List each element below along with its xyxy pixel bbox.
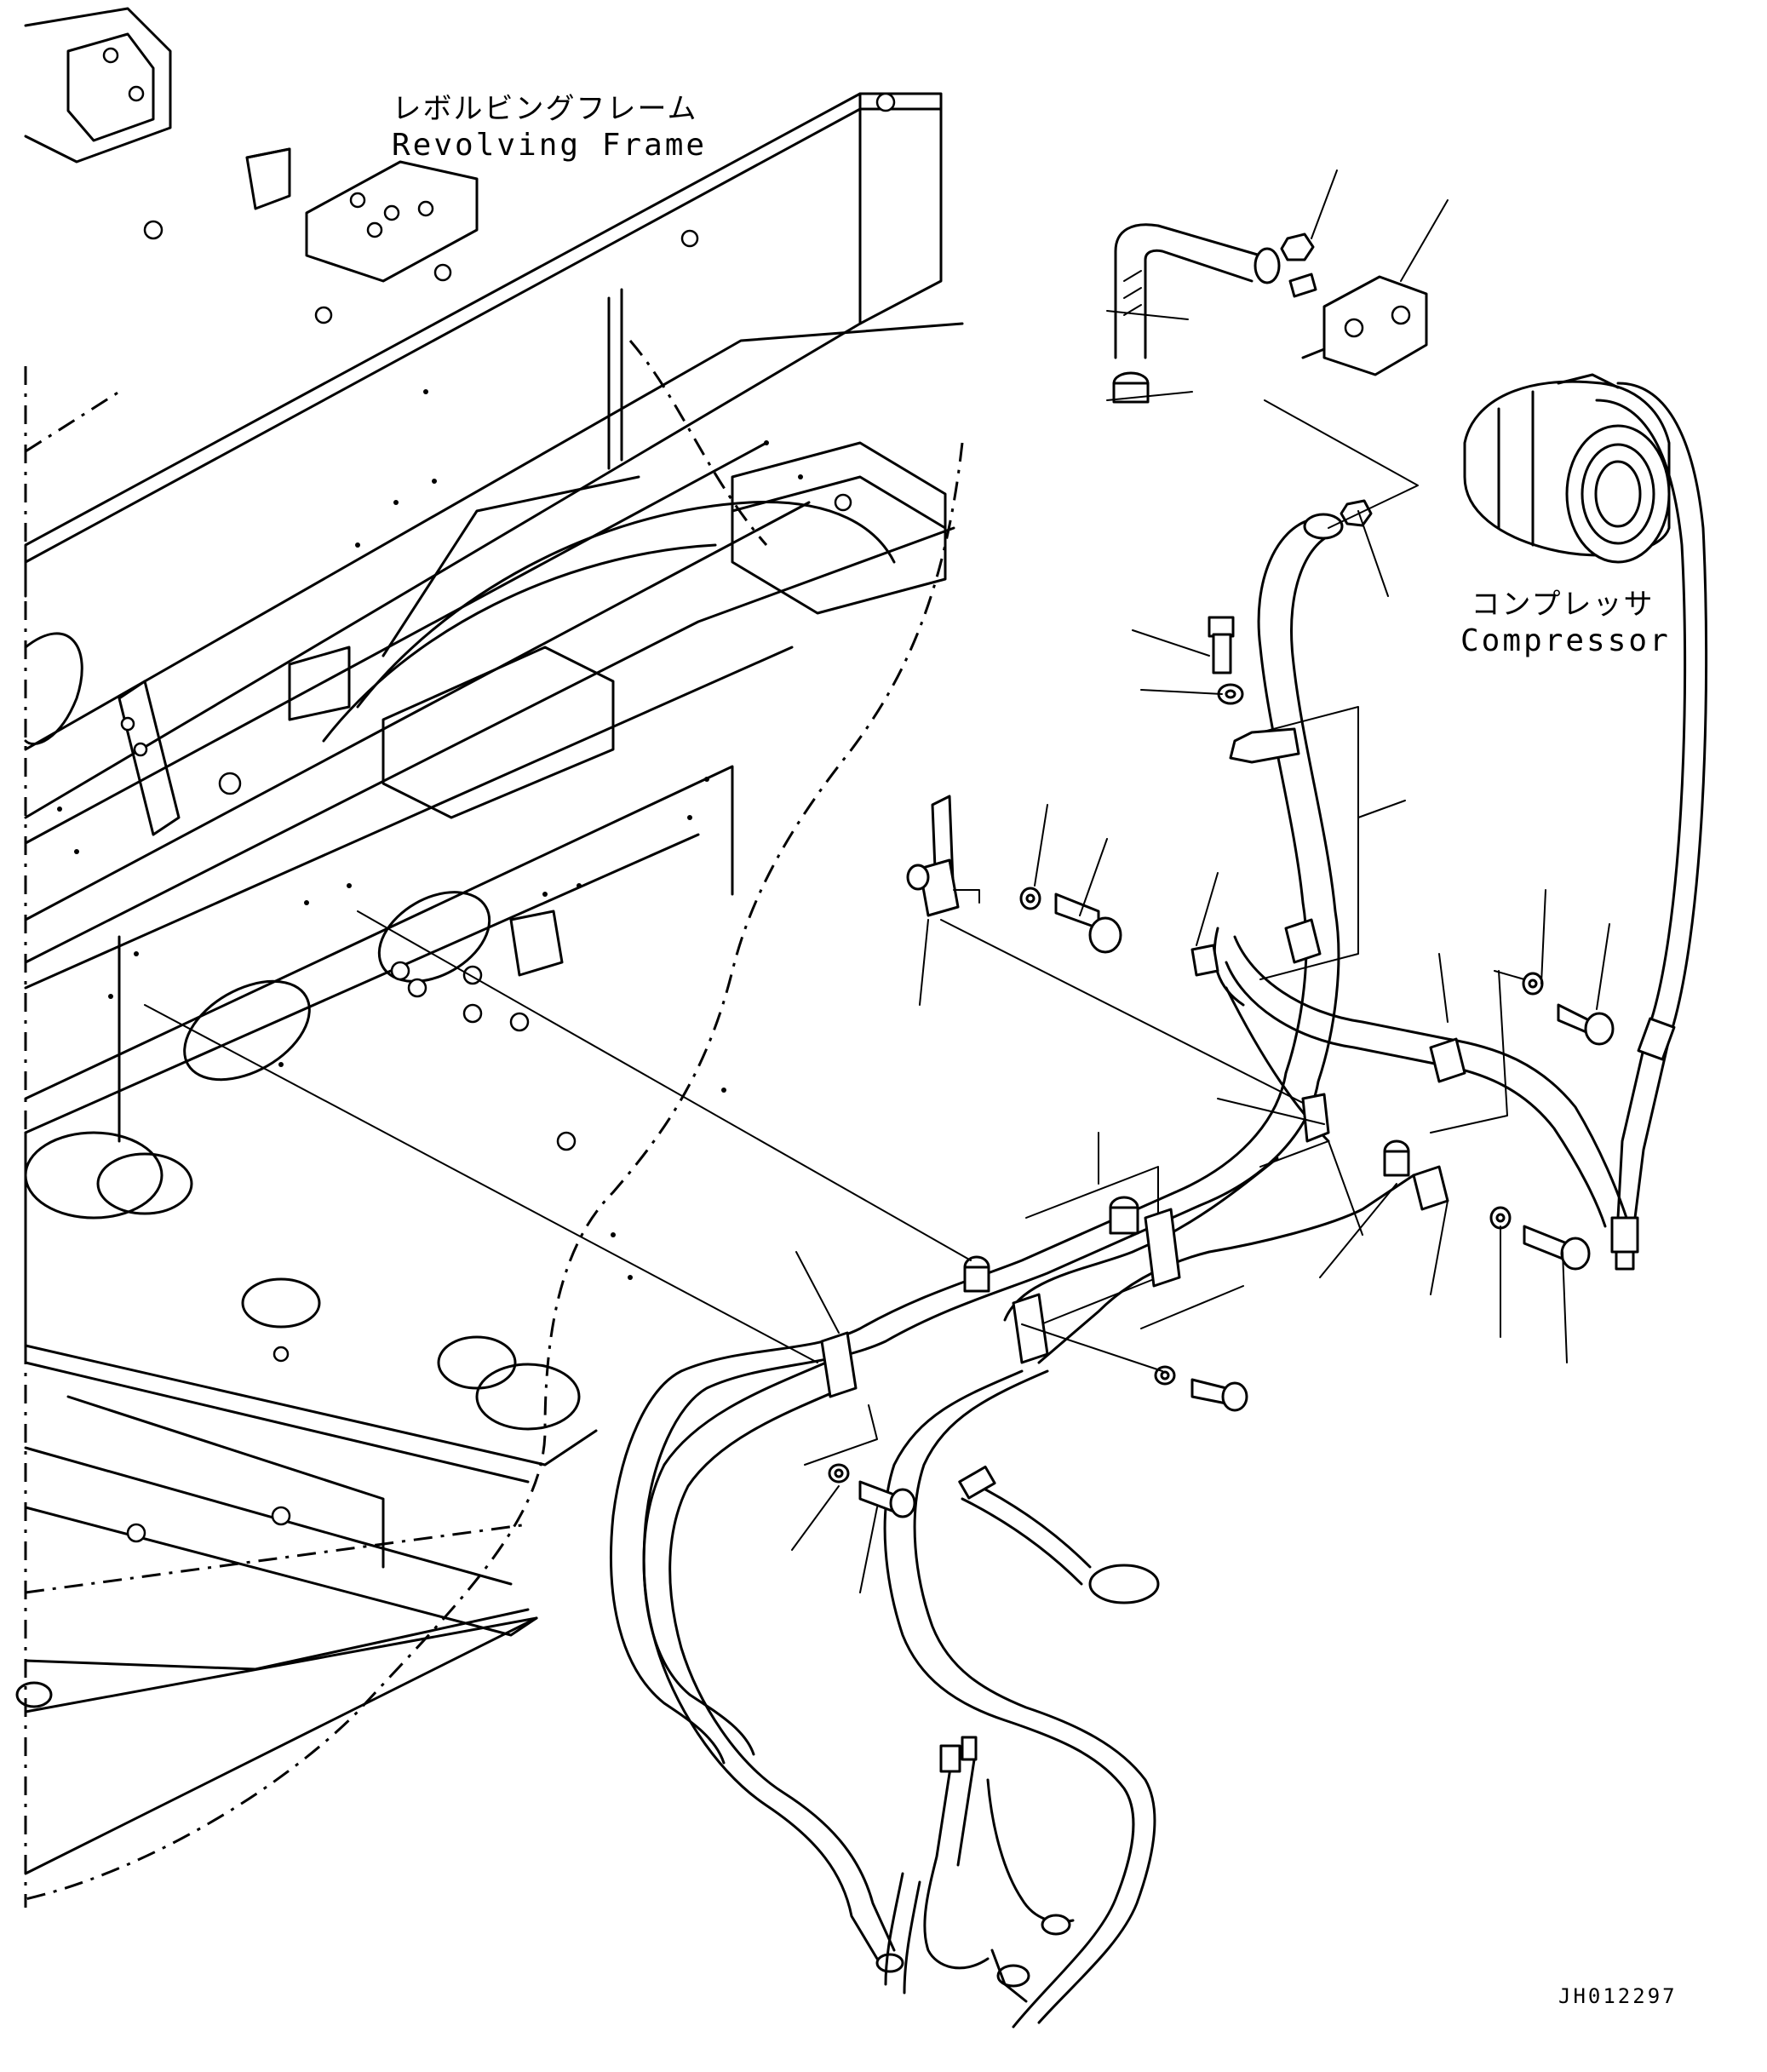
clamp bbox=[1190, 944, 1219, 977]
bolt bbox=[1208, 616, 1235, 674]
clamp bbox=[1284, 918, 1322, 964]
clamp bbox=[1144, 1208, 1181, 1288]
nut bbox=[1340, 499, 1373, 527]
washer bbox=[1019, 887, 1041, 910]
frame-dots bbox=[57, 389, 803, 1280]
compressor-label-jp: コンプレッサ bbox=[1471, 588, 1655, 622]
clamp bbox=[1301, 1093, 1330, 1143]
compressor-label-en: Compressor bbox=[1460, 623, 1671, 658]
clamp bbox=[1012, 1293, 1049, 1364]
bolt bbox=[858, 1480, 916, 1518]
washer bbox=[1489, 1206, 1512, 1230]
leader-lines bbox=[144, 169, 1610, 1593]
clamp bbox=[1429, 1037, 1466, 1083]
clamp bbox=[1229, 727, 1300, 764]
hose-assembly bbox=[610, 223, 1708, 2029]
frame-nuts bbox=[126, 220, 577, 1543]
washer bbox=[828, 1463, 850, 1484]
revolving-frame-label: レボルビングフレーム Revolving Frame bbox=[392, 92, 708, 164]
bolt bbox=[1523, 1225, 1591, 1271]
bolt bbox=[1190, 1378, 1248, 1412]
compressor-label: コンプレッサ Compressor bbox=[1460, 588, 1671, 659]
spacer bbox=[963, 1255, 990, 1293]
revolving-frame-label-jp: レボルビングフレーム bbox=[392, 92, 698, 126]
drawing-code: JH012297 bbox=[1558, 1984, 1678, 2008]
clamp bbox=[1412, 1165, 1449, 1211]
spacer bbox=[1109, 1196, 1139, 1235]
revolving-frame bbox=[15, 7, 964, 1908]
nut bbox=[1280, 232, 1315, 261]
spacer bbox=[1383, 1139, 1410, 1177]
revolving-frame-label-en: Revolving Frame bbox=[392, 127, 708, 163]
washer bbox=[1522, 972, 1544, 996]
fasteners bbox=[820, 232, 1615, 1518]
compressor bbox=[1463, 373, 1671, 564]
bolt bbox=[1557, 1003, 1615, 1046]
clamp bbox=[820, 1331, 858, 1398]
bolt bbox=[1054, 893, 1122, 954]
